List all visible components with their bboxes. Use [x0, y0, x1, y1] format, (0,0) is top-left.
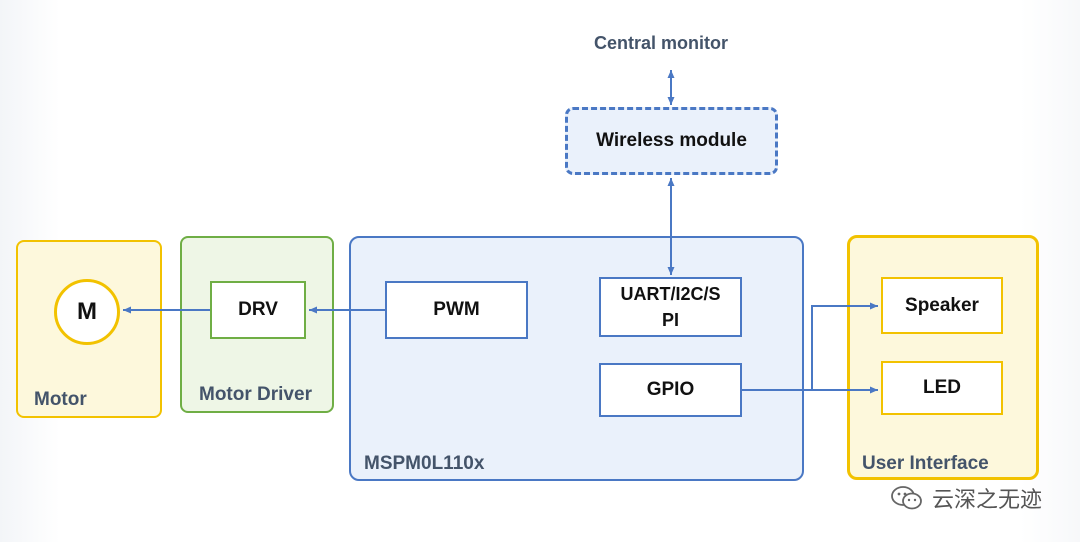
wireless-module-block: Wireless module: [565, 107, 778, 175]
speaker-label: Speaker: [905, 294, 979, 316]
user-interface-container: [847, 235, 1039, 480]
pwm-block: PWM: [385, 281, 528, 339]
mcu-caption: MSPM0L110x: [364, 453, 485, 474]
gpio-block: GPIO: [599, 363, 742, 417]
led-block: LED: [881, 361, 1003, 415]
drv-label: DRV: [238, 299, 278, 320]
drv-block: DRV: [210, 281, 306, 339]
motor-driver-caption: Motor Driver: [199, 384, 312, 405]
motor-caption: Motor: [34, 389, 87, 410]
comm-label-line1: UART/I2C/S: [620, 284, 721, 304]
watermark-text: 云深之无迹: [931, 488, 1042, 513]
central-monitor-label: Central monitor: [594, 33, 729, 53]
motor-symbol-label: M: [77, 298, 97, 325]
gpio-label: GPIO: [646, 379, 695, 400]
user-interface-caption: User Interface: [862, 453, 989, 474]
comm-label-line2: PI: [661, 310, 679, 330]
motor-symbol: M: [54, 279, 120, 345]
wechat-icon: [890, 485, 924, 511]
pwm-label: PWM: [433, 299, 480, 320]
mcu-container: [349, 236, 804, 481]
comm-block: UART/I2C/S PI: [599, 277, 742, 337]
speaker-block: Speaker: [881, 277, 1003, 334]
watermark: 云深之无迹: [890, 482, 1042, 514]
wireless-module-label: Wireless module: [596, 130, 747, 151]
led-label: LED: [923, 377, 961, 398]
